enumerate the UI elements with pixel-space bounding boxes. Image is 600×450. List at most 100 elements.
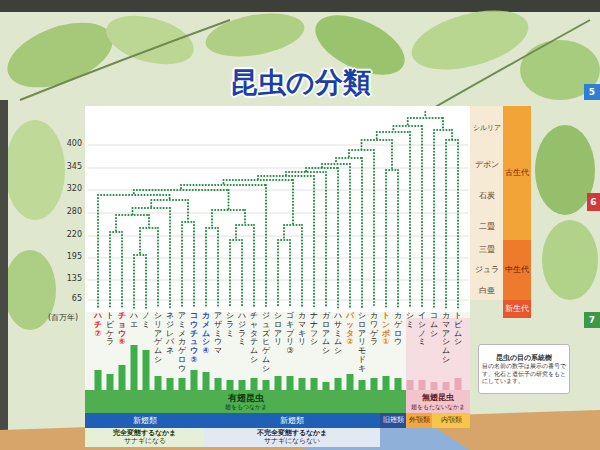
axis-value: 320 xyxy=(52,185,82,194)
ceiling-strip xyxy=(0,0,600,12)
period-cell: 白亜 xyxy=(470,280,503,300)
order-name: バッタ② xyxy=(346,312,354,347)
box-text: ジュラ xyxy=(475,265,499,274)
period-cell: ジュラ xyxy=(470,258,503,280)
period-cell: シルリア xyxy=(470,106,503,150)
box-text: 7 xyxy=(589,315,595,326)
wingless-bars xyxy=(407,378,462,390)
left-frame xyxy=(0,100,8,430)
section-tab: 6 xyxy=(587,193,600,211)
box-subtext: 翅をもつなかま xyxy=(225,403,267,410)
order-name: ハサミムシ xyxy=(334,312,342,356)
order-name: アミメカゲロウ xyxy=(178,312,186,374)
subgroup-band: 内顎類 xyxy=(432,413,470,428)
chart-panel xyxy=(85,106,470,312)
subgroup-band: 旧翅類 xyxy=(380,413,406,428)
order-name: ノミ xyxy=(142,312,150,330)
order-name: コムシ xyxy=(430,312,438,338)
order-name: カマアシムシ xyxy=(442,312,450,365)
axis-value: 280 xyxy=(52,208,82,217)
period-cell: 石炭 xyxy=(470,178,503,213)
order-name: ハチ⑦ xyxy=(94,312,102,338)
subgroup-band: 新翅類 xyxy=(85,413,204,428)
order-name: ジュズヒゲムシ xyxy=(262,312,270,374)
axis-value: 345 xyxy=(52,163,82,172)
box-text: 無翅昆虫 xyxy=(422,393,454,403)
axis-value: 65 xyxy=(52,295,82,304)
floor xyxy=(0,410,600,450)
box-text: デボン xyxy=(475,160,499,169)
box-subtext: 翅をもたないなかま xyxy=(411,403,465,410)
order-name: コウチュウ⑤ xyxy=(190,312,198,365)
box-text: 二畳 xyxy=(479,222,495,231)
box-text: 完全変態するなかま xyxy=(113,429,176,437)
metamorphosis-band: 不完全変態するなかまサナギにならない xyxy=(204,428,380,447)
order-name: ナナフシ xyxy=(310,312,318,347)
order-name: ハジラミ xyxy=(238,312,246,347)
box-text: 白亜 xyxy=(479,286,495,295)
box-text: 外顎類 xyxy=(409,416,430,424)
box-text: 新翅類 xyxy=(133,416,157,426)
era-band: 古生代 xyxy=(503,106,531,240)
box-text: 5 xyxy=(589,87,595,98)
axis-value: 195 xyxy=(52,253,82,262)
group-band: 有翅昆虫翅をもつなかま xyxy=(85,390,406,413)
section-tab: 5 xyxy=(584,84,600,100)
metamorphosis-band: 完全変態するなかまサナギになる xyxy=(85,428,204,447)
box-text: 不完全変態するなかま xyxy=(257,429,327,437)
order-name: トンボ① xyxy=(382,312,390,347)
order-name: シロアリモドキ xyxy=(358,312,366,374)
name-strip xyxy=(85,312,470,390)
box-text: 三畳 xyxy=(479,245,495,254)
subgroup-band: 新翅類 xyxy=(204,413,380,428)
box-subtext: 目の名前の数字は展示の番号です。化石と遺伝子の研究をもとにしています。 xyxy=(482,362,566,384)
leaf-photo xyxy=(0,0,600,330)
order-name: アザミウマ xyxy=(214,312,222,356)
period-cell: 三畳 xyxy=(470,240,503,258)
axis-value: 135 xyxy=(52,275,82,284)
order-name: カマキリ xyxy=(298,312,306,347)
order-name: カゲロウ xyxy=(394,312,402,347)
box-text: 昆虫の目の系統樹 xyxy=(496,354,552,362)
order-name: トビケラ xyxy=(106,312,114,347)
order-name: ガロアムシ xyxy=(322,312,330,356)
phylogenetic-tree xyxy=(98,112,458,308)
order-name: チャタテムシ xyxy=(250,312,258,365)
box-text: 新生代 xyxy=(505,304,529,314)
section-tab: 7 xyxy=(584,312,600,328)
axis-value: 220 xyxy=(52,231,82,240)
order-name: トビムシ xyxy=(454,312,462,347)
axis-value: 400 xyxy=(52,140,82,149)
order-name: ハエ xyxy=(130,312,138,330)
order-name: シリアゲムシ xyxy=(154,312,162,365)
era-band: 新生代 xyxy=(503,300,531,318)
box-text: 新翅類 xyxy=(280,416,304,426)
order-name: シミ xyxy=(406,312,414,330)
order-name: カワゲラ xyxy=(370,312,378,347)
period-cell: デボン xyxy=(470,150,503,178)
title: 昆虫の分類 xyxy=(0,66,600,100)
axis-unit: (百万年) xyxy=(48,314,78,323)
order-name: シロアリ xyxy=(274,312,282,347)
box-text: 古生代 xyxy=(505,168,529,178)
box-text: 旧翅類 xyxy=(383,416,404,424)
note-box: 昆虫の目の系統樹目の名前の数字は展示の番号です。化石と遺伝子の研究をもとにしてい… xyxy=(478,344,570,394)
order-name: イシノミ xyxy=(418,312,426,347)
order-name: カメムシ④ xyxy=(202,312,210,356)
species-bars xyxy=(95,345,402,390)
subgroup-band: 外顎類 xyxy=(406,413,432,428)
box-subtext: サナギになる xyxy=(124,438,166,446)
era-band: 中生代 xyxy=(503,240,531,300)
box-text: 有翅昆虫 xyxy=(228,393,264,404)
box-text: シルリア xyxy=(473,124,501,132)
period-cell: 二畳 xyxy=(470,213,503,240)
group-band: 無翅昆虫翅をもたないなかま xyxy=(406,390,470,413)
order-name: シラミ xyxy=(226,312,234,338)
order-name: チョウ⑥ xyxy=(118,312,126,347)
box-text: 中生代 xyxy=(505,265,529,275)
box-text: 内顎類 xyxy=(441,416,462,424)
order-name: ネジレバネ xyxy=(166,312,174,356)
order-name: ゴキブリ③ xyxy=(286,312,294,356)
box-text: 6 xyxy=(590,197,596,208)
